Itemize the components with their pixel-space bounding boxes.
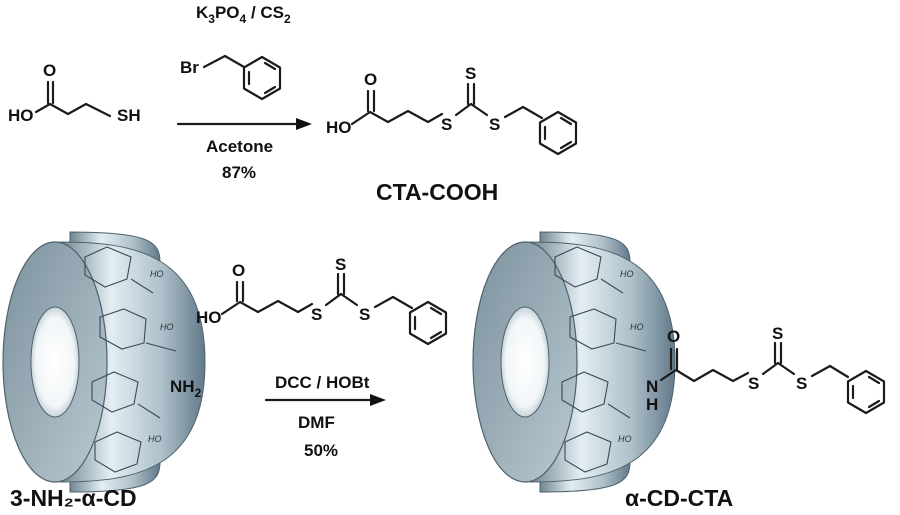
- atom-s1: S: [311, 305, 322, 324]
- atom-sh: SH: [117, 106, 141, 125]
- atom-ho: HO: [196, 308, 222, 327]
- coupling-dcc-hobt: DCC / HOBt: [275, 373, 370, 392]
- atom-n: N: [646, 377, 658, 396]
- arrow-head-1: [296, 118, 312, 130]
- cta-cooh-structure: HO O S S S: [326, 64, 578, 156]
- svg-text:HO: HO: [148, 434, 162, 444]
- amide-cta-chain: O N H S S S: [646, 324, 886, 415]
- arrow-head-2: [370, 394, 386, 406]
- cd-sugar-lines-right: HO HO HO: [554, 246, 647, 473]
- svg-text:HO: HO: [630, 322, 644, 332]
- cd-sugar-lines-left: HO HO HO: [84, 246, 177, 473]
- atom-ho: HO: [8, 106, 34, 125]
- atom-s1: S: [748, 374, 759, 393]
- atom-s3: S: [489, 115, 500, 134]
- solvent-acetone: Acetone: [206, 137, 273, 156]
- yield-87: 87%: [222, 163, 256, 182]
- cyclodextrin-cone-right: HO HO HO: [472, 231, 676, 493]
- product-name-cta-cooh: CTA-COOH: [376, 179, 498, 205]
- atom-h: H: [646, 395, 658, 414]
- atom-o: O: [232, 261, 245, 280]
- cta-reagent-structure: HO O S S S: [196, 255, 448, 346]
- cyclodextrin-cone-left: HO HO HO: [2, 231, 206, 493]
- atom-br: Br: [180, 58, 199, 77]
- svg-text:HO: HO: [150, 269, 164, 279]
- atom-s3: S: [359, 305, 370, 324]
- atom-s1: S: [441, 115, 452, 134]
- yield-50: 50%: [304, 441, 338, 460]
- atom-s2: S: [335, 255, 346, 274]
- atom-s2: S: [465, 64, 476, 83]
- reactant-name-nh2-cd: 3-NH₂-α-CD: [10, 485, 137, 511]
- atom-o: O: [43, 61, 56, 80]
- solvent-dmf: DMF: [298, 413, 335, 432]
- atom-s2: S: [772, 324, 783, 343]
- mercaptopropionic-acid: HO O SH: [8, 61, 141, 125]
- svg-text:HO: HO: [160, 322, 174, 332]
- atom-s3: S: [796, 374, 807, 393]
- atom-ho: HO: [326, 118, 352, 137]
- product-name-cd-cta: α-CD-CTA: [625, 485, 733, 511]
- atom-o: O: [667, 327, 680, 346]
- reagent-k3po4-cs2: K3PO4 / CS2: [196, 3, 291, 26]
- benzyl-bromide: Br: [180, 54, 282, 101]
- svg-text:HO: HO: [618, 434, 632, 444]
- svg-text:HO: HO: [620, 269, 634, 279]
- atom-o: O: [364, 70, 377, 89]
- atom-nh2: NH2: [170, 377, 202, 400]
